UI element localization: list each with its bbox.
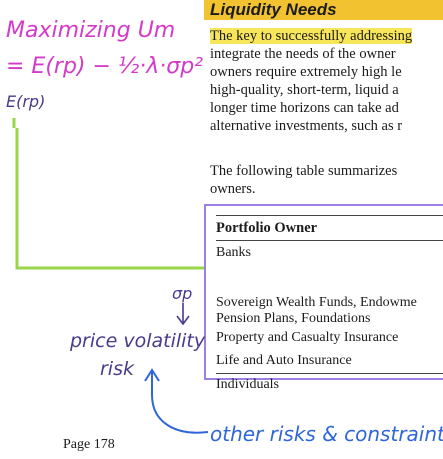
heading-band (204, 0, 443, 20)
paragraph-line: owners require extremely high le (210, 64, 402, 80)
table-row-life-auto: Life and Auto Insurance (216, 353, 352, 368)
paragraph-line: The key to successfully addressing (210, 28, 413, 44)
paragraph-liquidity: The key to successfully addressing integ… (210, 27, 413, 135)
paragraph-line: high-quality, short-term, liquid a (210, 82, 399, 98)
section-heading: Liquidity Needs (210, 0, 337, 19)
table-row-banks: Banks (216, 245, 251, 260)
page-number: Page 178 (63, 437, 115, 452)
table-cell-line: Sovereign Wealth Funds, Endowme (216, 295, 417, 310)
annotation-other-risks: other risks & constraints (210, 422, 443, 446)
paragraph-line: integrate the needs of the owner (210, 46, 396, 62)
annotation-sigma: σp (172, 284, 193, 303)
annotation-maximizing: Maximizing Um (6, 18, 176, 43)
annotation-formula: = E(rp) − ½·λ·σp² (6, 54, 203, 79)
annotation-price-volatility: price volatility (70, 330, 206, 352)
annotation-risk: risk (100, 358, 134, 380)
annotation-axis-label: E(rp) (6, 92, 46, 111)
paragraph-table-intro: The following table summarizes owners. (210, 162, 397, 198)
green-bracket (15, 128, 204, 270)
sigma-down-arrow-head (176, 315, 190, 326)
blue-arrow-head (144, 368, 160, 382)
table-rule (216, 240, 443, 241)
table-annotation-frame (204, 204, 443, 380)
paragraph-line: alternative investments, such as r (210, 118, 403, 134)
table-header-portfolio-owner: Portfolio Owner (216, 220, 318, 236)
table-rule (216, 215, 443, 216)
paragraph-line: longer time horizons can take ad (210, 100, 399, 116)
table-row-sovereign-wealth: Sovereign Wealth Funds, Endowme Pension … (216, 295, 417, 327)
table-cell-line: Pension Plans, Foundations (216, 311, 371, 326)
table-rule (216, 373, 443, 374)
blue-arrow-curve (151, 372, 209, 434)
paragraph-line: owners. (210, 181, 256, 197)
table-row-individuals: Individuals (216, 377, 279, 392)
paragraph-line: The following table summarizes (210, 163, 398, 179)
table-row-property-casualty: Property and Casualty Insurance (216, 330, 399, 345)
